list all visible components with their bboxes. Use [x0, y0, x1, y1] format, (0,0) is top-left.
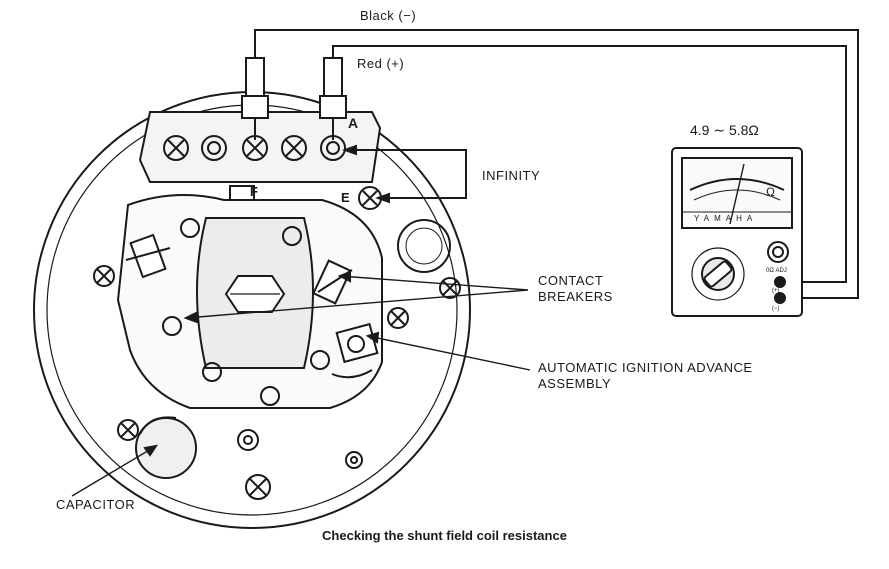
advance-assembly-leader — [367, 335, 531, 371]
contact-breakers-label-line2: BREAKERS — [538, 289, 613, 304]
terminal-block — [138, 111, 382, 183]
advance-assembly-label-line2: ASSEMBLY — [538, 376, 612, 391]
meter-minus-jack-label: (−) — [772, 306, 780, 312]
black-wire-label: Black (−) — [360, 8, 417, 23]
red-wire-label: Red (+) — [357, 56, 405, 71]
contact-breakers-label-line1: CONTACT — [538, 273, 604, 288]
stator-boss — [397, 219, 451, 273]
meter-scale-symbol: Ω — [766, 185, 775, 199]
meter-jacks — [774, 276, 786, 304]
capacitor-leader — [71, 445, 157, 497]
zero-adjust-knob — [767, 241, 789, 263]
infinity-bracket — [345, 149, 467, 199]
meter-brand: YAMAHA — [694, 214, 757, 223]
black-lead-wire — [254, 29, 859, 299]
ohmmeter-body — [671, 147, 803, 317]
red-lead-wire — [332, 45, 847, 283]
capacitor-label: CAPACITOR — [56, 497, 136, 512]
figure-caption: Checking the shunt field coil resistance — [322, 528, 567, 543]
meter-plus-jack-label: (+) — [772, 288, 780, 294]
terminal-screws — [163, 135, 346, 161]
terminal-label-e: E — [341, 190, 350, 205]
infinity-label: INFINITY — [482, 168, 541, 183]
black-probe — [241, 57, 269, 140]
e-terminal-screw — [358, 186, 382, 210]
terminal-label-f: F — [250, 184, 258, 199]
mounting-screws — [93, 218, 461, 500]
capacitor-body — [135, 416, 197, 479]
meter-needle — [729, 163, 745, 225]
contact-breaker-left — [125, 233, 171, 279]
contact-breakers-leader — [185, 275, 529, 319]
meter-reading: 4.9 ∼ 5.8Ω — [690, 122, 759, 138]
range-selector-knob — [691, 247, 745, 301]
terminal-label-a: A — [348, 115, 358, 131]
advance-assembly-label-line1: AUTOMATIC IGNITION ADVANCE — [538, 360, 753, 375]
meter-zero-adj-label: 0Ω ADJ — [766, 268, 787, 274]
